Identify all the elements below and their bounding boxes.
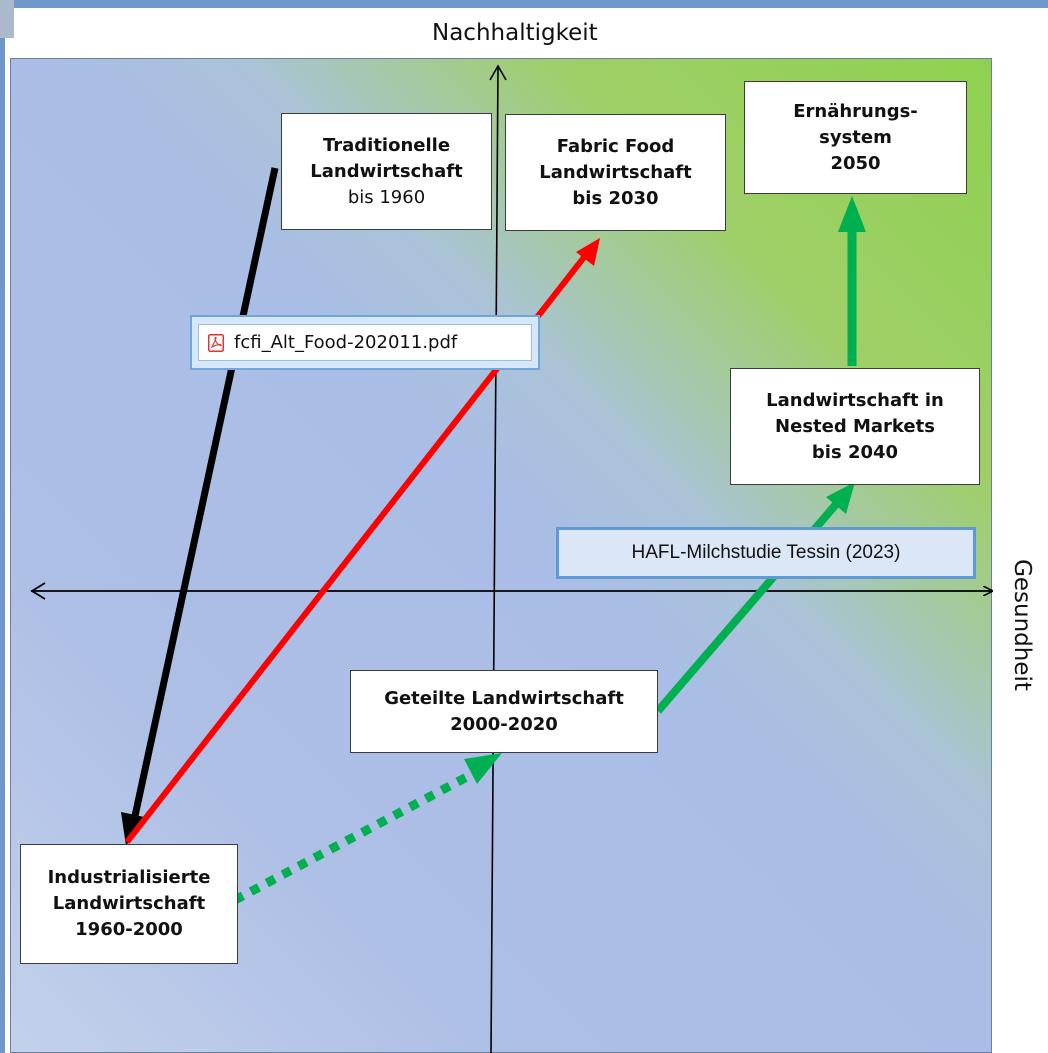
box-ernaehrung-line2: system [819,126,892,148]
y-axis-label: Nachhaltigkeit [432,20,598,46]
pdf-attachment-filename: fcfi_Alt_Food-202011.pdf [234,332,458,353]
industrial-to-fabric-arrowhead [576,238,600,266]
industrial-to-geteilte-arrowhead [464,753,502,784]
box-industrialisierte-landwirtschaft: Industrialisierte Landwirtschaft 1960-20… [20,844,238,964]
box-nested-line3: bis 2040 [811,441,899,463]
box-ernaehrung-line1: Ernährungs- [793,100,918,122]
box-traditionelle-line2: Landwirtschaft [310,160,463,182]
box-geteilte-line1: Geteilte Landwirtschaft [384,687,624,709]
x-axis-left-head [30,582,46,600]
box-traditionelle-line3: bis 1960 [347,186,426,208]
box-traditionelle-landwirtschaft: Traditionelle Landwirtschaft bis 1960 [281,113,492,230]
pdf-icon [208,333,224,352]
box-fabric-line3: bis 2030 [572,187,659,209]
box-fabric-line2: Landwirtschaft [539,161,692,183]
traditional-to-industrial-arrow [131,167,279,817]
y-axis-line [490,65,499,1053]
box-nested-line1: Landwirtschaft in [766,389,944,411]
study-label-text: HAFL-Milchstudie Tessin (2023) [631,542,901,563]
box-industrial-line3: 1960-2000 [75,919,183,940]
box-nested-line2: Nested Markets [775,415,935,437]
industrial-to-geteilte-dotted-arrow [232,767,481,904]
window-frame-corner [0,0,14,38]
box-traditionelle-line1: Traditionelle [322,134,451,156]
box-ernaehrungssystem: Ernährungs- system 2050 [744,81,967,194]
box-fabric-food: Fabric Food Landwirtschaft bis 2030 [505,114,726,231]
box-geteilte-landwirtschaft: Geteilte Landwirtschaft 2000-2020 [350,670,658,753]
box-ernaehrung-line3: 2050 [830,152,881,174]
box-industrial-line1: Industrialisierte [47,867,211,888]
box-fabric-line1: Fabric Food [556,135,675,157]
box-nested-markets: Landwirtschaft in Nested Markets bis 204… [730,368,980,485]
box-geteilte-line2: 2000-2020 [450,713,558,735]
study-label-box[interactable]: HAFL-Milchstudie Tessin (2023) [556,527,976,579]
box-industrial-line2: Landwirtschaft [52,893,206,914]
pdf-attachment[interactable]: fcfi_Alt_Food-202011.pdf [190,315,540,370]
geteilte-to-nested-arrowhead [826,482,855,514]
window-frame-left [0,0,5,1053]
nested-to-ernaehrung-arrowhead [838,196,866,232]
pdf-attachment-inner[interactable]: fcfi_Alt_Food-202011.pdf [198,324,532,361]
y-axis-arrowhead [489,64,507,81]
window-frame-top [0,0,1048,8]
